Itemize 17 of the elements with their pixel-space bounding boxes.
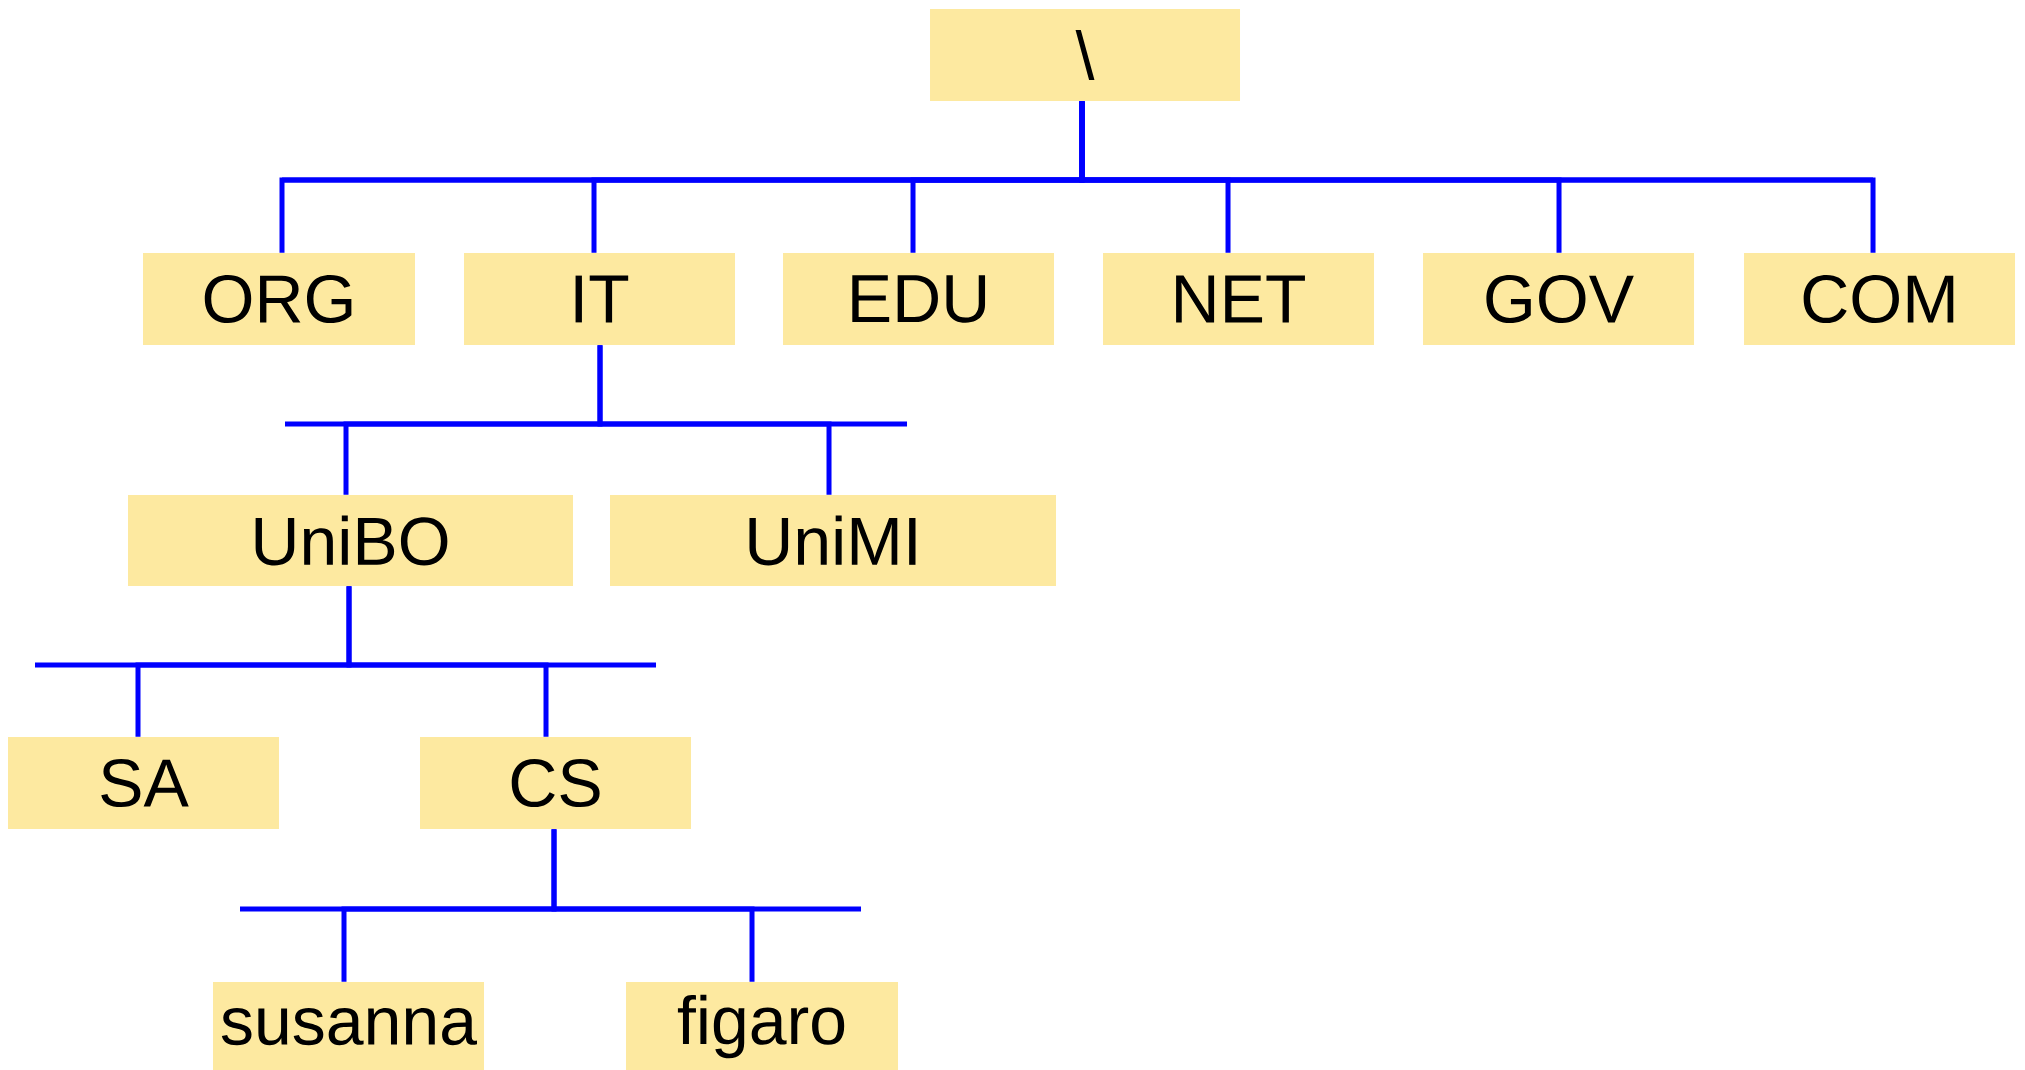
connector-line	[597, 345, 832, 495]
domain-box: UniMI	[610, 495, 1056, 586]
domain-box: \	[930, 9, 1240, 101]
domain-box: CS	[420, 737, 691, 829]
domain-box: NET	[1103, 253, 1374, 345]
connector-line	[1079, 101, 1876, 253]
domain-box: ORG	[143, 253, 415, 345]
domain-box: susanna	[213, 982, 484, 1070]
domain-box: COM	[1744, 253, 2016, 345]
domain-box: figaro	[626, 982, 898, 1070]
connector-line	[551, 829, 755, 982]
connector-line	[346, 586, 549, 737]
domain-box: SA	[8, 737, 279, 829]
domain-box: UniBO	[128, 495, 573, 586]
domain-box: GOV	[1423, 253, 1694, 345]
domain-box: IT	[464, 253, 735, 345]
domain-box: EDU	[783, 253, 1054, 345]
